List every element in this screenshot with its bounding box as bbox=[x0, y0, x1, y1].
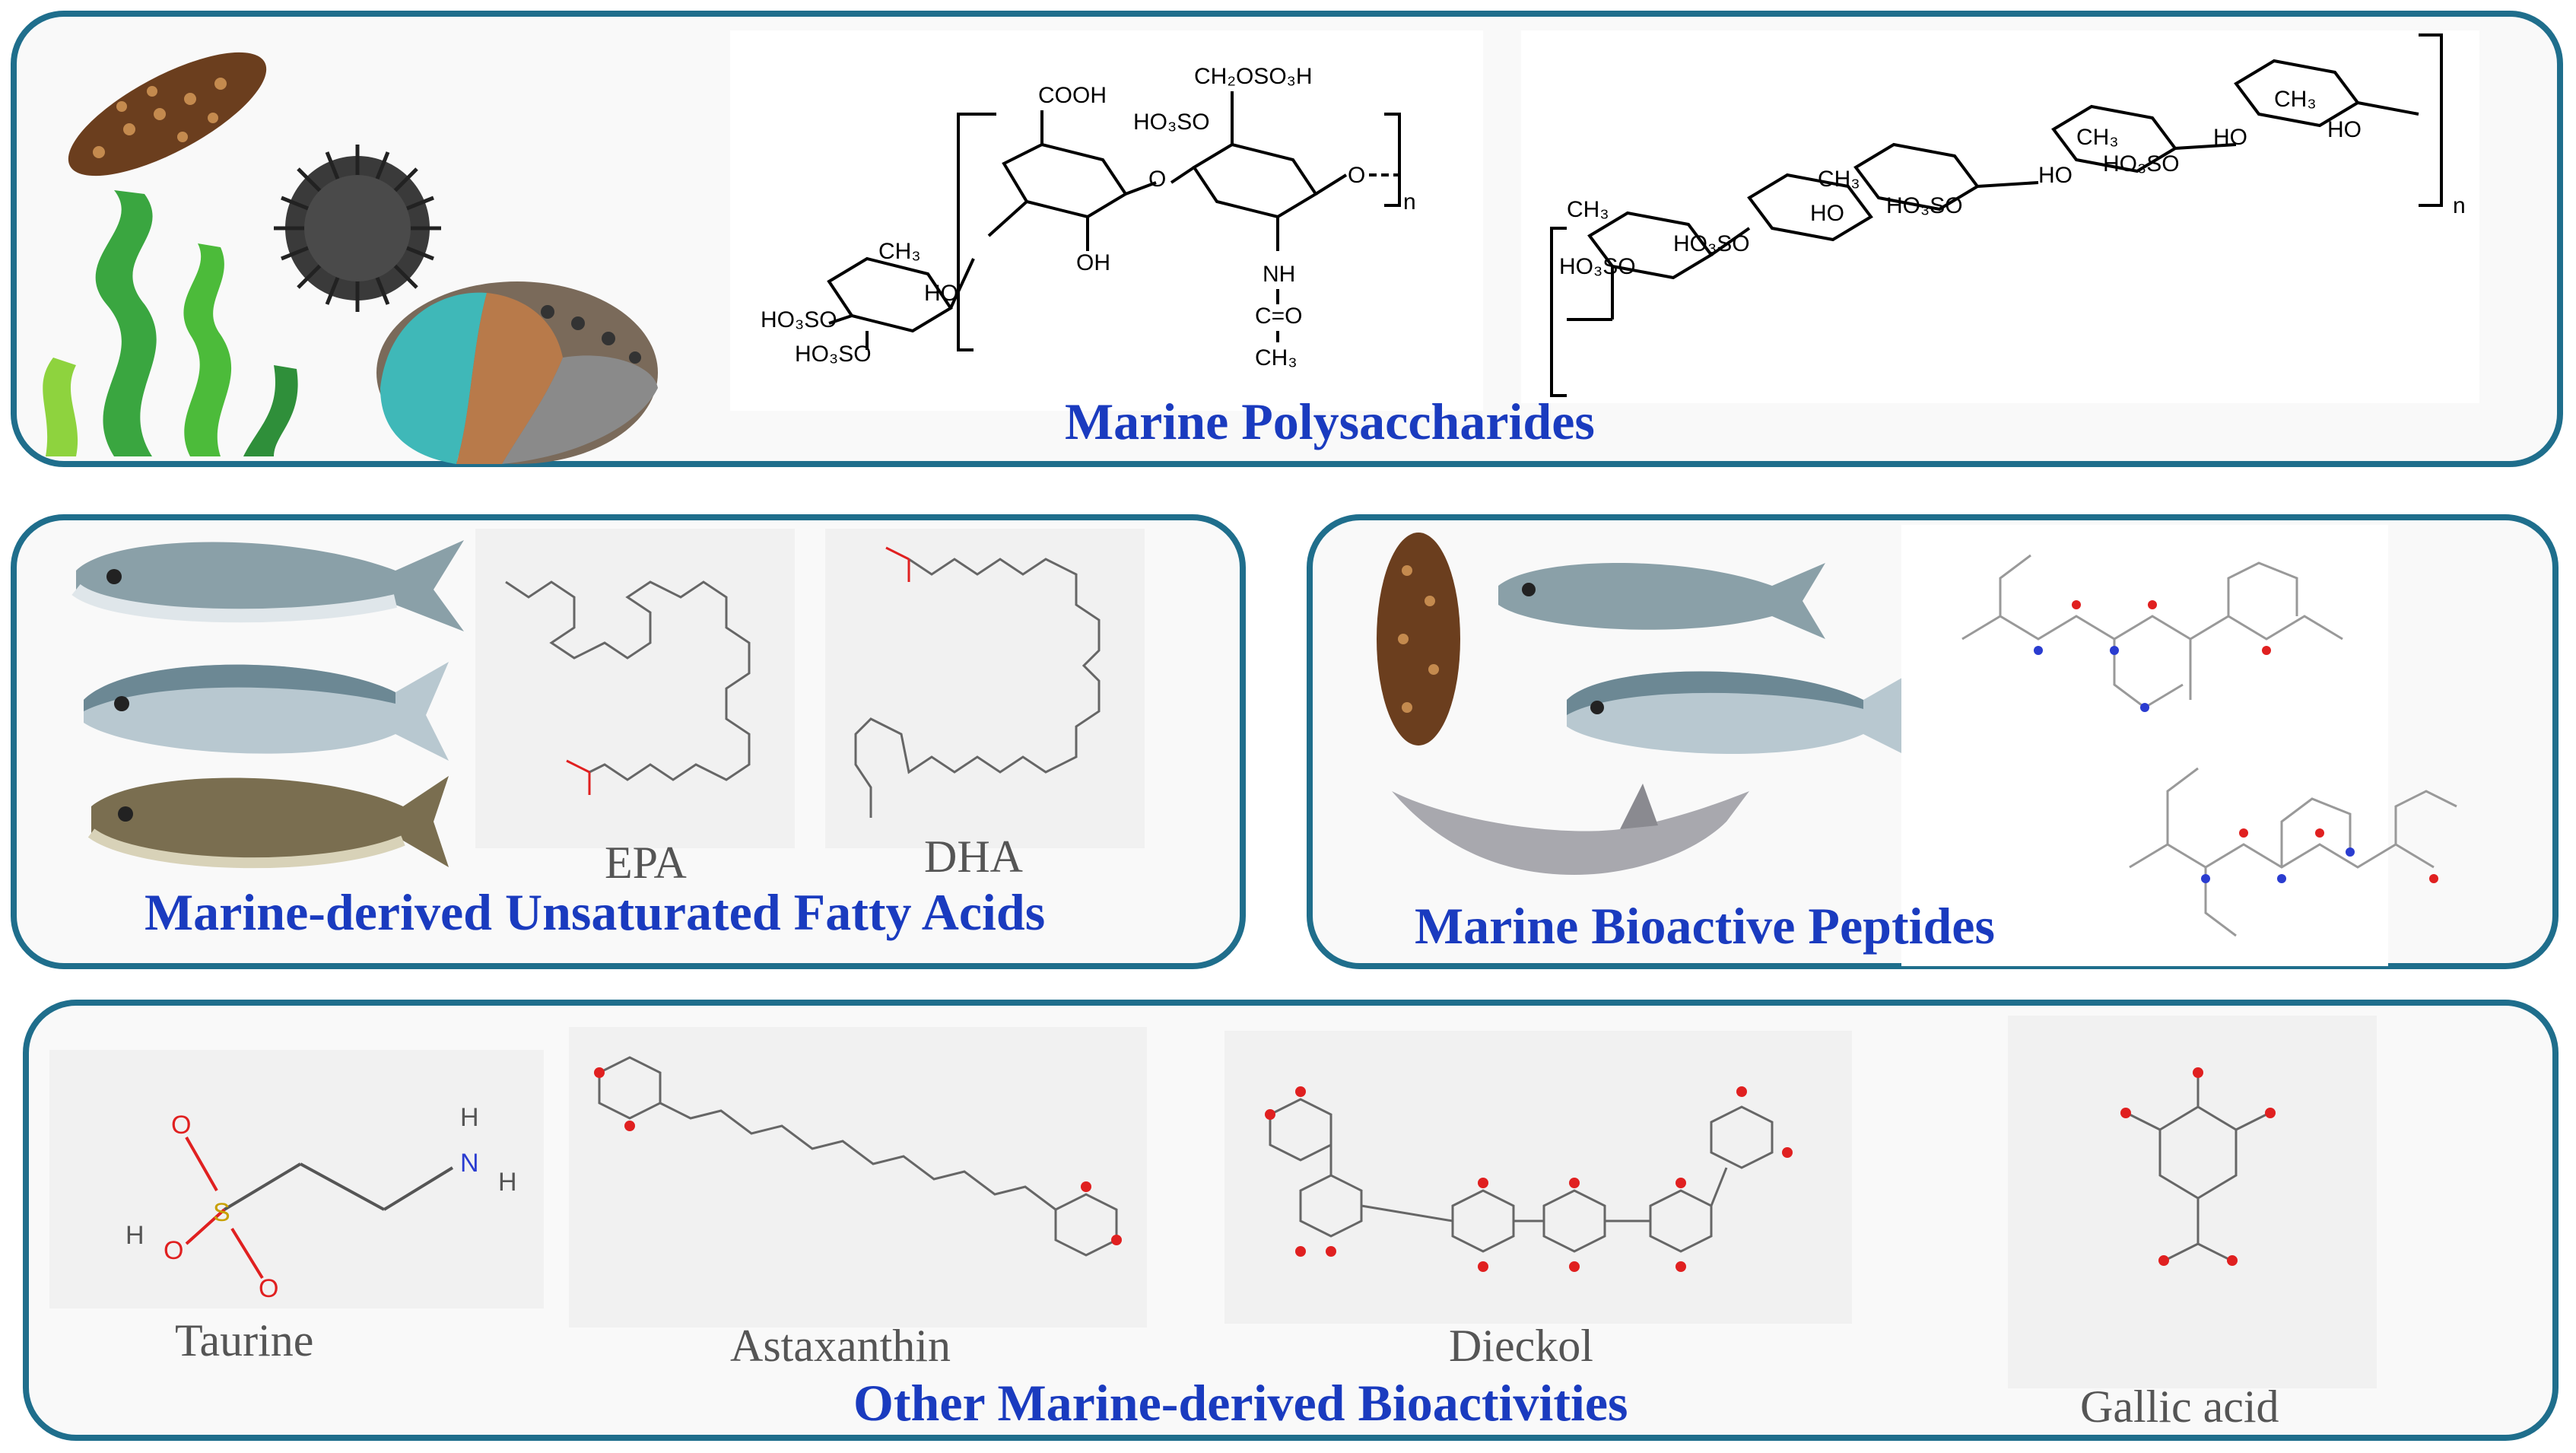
salmon-image-peptides bbox=[1567, 669, 1917, 761]
astaxanthin-structure bbox=[594, 1056, 1122, 1257]
ch3-label-ring4: CH₃ bbox=[2076, 125, 2119, 150]
title-marine-polysaccharides: Marine Polysaccharides bbox=[1065, 393, 1595, 450]
dieckol-structure bbox=[1265, 1086, 1793, 1272]
astaxanthin-label: Astaxanthin bbox=[730, 1321, 951, 1371]
oh-label: OH bbox=[1076, 250, 1110, 275]
ho-label-ring3: HO bbox=[1810, 201, 1844, 226]
ch3-label-ring1: CH₃ bbox=[1567, 197, 1609, 222]
ho-label-ring4: HO bbox=[2038, 163, 2073, 188]
svg-text:H: H bbox=[125, 1221, 145, 1250]
svg-text:O: O bbox=[1148, 167, 1166, 192]
sea-cucumber-image-peptides bbox=[1377, 533, 1460, 746]
dha-structure-box bbox=[825, 529, 1145, 848]
peptide-structure-box bbox=[1901, 525, 2388, 966]
n-label-2: n bbox=[2453, 193, 2466, 218]
nh-label: NH bbox=[1263, 262, 1295, 287]
cooh-label: COOH bbox=[1038, 83, 1107, 108]
svg-text:O: O bbox=[259, 1274, 278, 1303]
dha-label: DHA bbox=[924, 831, 1023, 882]
title-fatty-acids: Marine-derived Unsaturated Fatty Acids bbox=[145, 883, 1046, 941]
dha-structure bbox=[854, 546, 1101, 818]
svg-text:H: H bbox=[498, 1168, 517, 1197]
ho3so-label-ring1: HO₃SO bbox=[1559, 254, 1636, 279]
ho3so-label-ring2: HO₃SO bbox=[1673, 231, 1750, 256]
shark-image-peptides bbox=[1392, 784, 1749, 875]
taurine-label: Taurine bbox=[175, 1315, 314, 1366]
svg-text:S: S bbox=[213, 1198, 230, 1227]
salmon-image bbox=[84, 662, 449, 761]
peptide-structure bbox=[1961, 554, 2457, 937]
ho3so-label-a: HO₃SO bbox=[1133, 110, 1210, 135]
sea-urchin-image bbox=[274, 145, 441, 312]
gallic-acid-structure bbox=[2120, 1067, 2276, 1266]
svg-text:O: O bbox=[164, 1236, 183, 1265]
ch3-label-b: CH₃ bbox=[878, 239, 921, 264]
ho-label-ring5b: HO bbox=[2327, 117, 2362, 142]
sardine-image-peptides bbox=[1498, 563, 1825, 639]
title-other-bioactivities: Other Marine-derived Bioactivities bbox=[853, 1374, 1628, 1432]
fish-group-fatty-acids bbox=[71, 540, 464, 869]
ho3so-label-b: HO₃SO bbox=[761, 307, 837, 332]
sea-cucumber-image bbox=[68, 52, 267, 176]
gallic-acid-structure-box bbox=[2008, 1016, 2377, 1388]
polysaccharide-structure-2: CH₃ HO₃SO HO₃SO CH₃ HO₃SO HO CH₃ HO₃SO H… bbox=[1550, 33, 2466, 397]
epa-structure bbox=[505, 580, 751, 795]
polysaccharide-structure-1-box bbox=[730, 30, 1483, 411]
svg-text:O: O bbox=[1348, 163, 1365, 188]
seaweed-image bbox=[43, 190, 298, 456]
ho3so-label-ring3: HO₃SO bbox=[1886, 193, 1963, 218]
ho-label-ring5a: HO bbox=[2213, 125, 2247, 150]
ho3so-label-ring4: HO₃SO bbox=[2103, 151, 2180, 176]
ch2oso3h-label: CH₂OSO₃H bbox=[1194, 64, 1313, 89]
co-label: C=O bbox=[1255, 304, 1303, 329]
sardine-image bbox=[71, 540, 464, 631]
marine-organisms-illustration bbox=[43, 52, 658, 464]
n-label-1: n bbox=[1403, 189, 1416, 215]
svg-text:O: O bbox=[171, 1111, 191, 1140]
svg-text:H: H bbox=[460, 1103, 479, 1132]
cod-image bbox=[87, 776, 449, 869]
svg-text:N: N bbox=[460, 1149, 479, 1178]
taurine-structure: S O O O H N H H bbox=[125, 1103, 517, 1303]
epa-label: EPA bbox=[605, 838, 687, 888]
title-bioactive-peptides: Marine Bioactive Peptides bbox=[1415, 897, 1995, 955]
organisms-peptides bbox=[1377, 533, 1917, 875]
ch3-label-ring3: CH₃ bbox=[1818, 167, 1860, 192]
dieckol-label: Dieckol bbox=[1449, 1321, 1593, 1371]
ch3-label-ring5: CH₃ bbox=[2274, 87, 2317, 112]
gallic-acid-label: Gallic acid bbox=[2080, 1381, 2279, 1432]
ho-label: HO bbox=[924, 281, 958, 306]
taurine-structure-box bbox=[49, 1050, 544, 1308]
epa-structure-box bbox=[475, 529, 795, 848]
abalone-image bbox=[376, 281, 658, 464]
polysaccharide-structure-1: COOH CH₂OSO₃H HO₃SO OH NH C=O CH₃ CH₃ HO… bbox=[761, 64, 1416, 370]
ch3-label-a: CH₃ bbox=[1255, 345, 1298, 370]
ho3so-label-c: HO₃SO bbox=[795, 342, 872, 367]
astaxanthin-structure-box bbox=[569, 1027, 1147, 1327]
polysaccharide-structure-2-box bbox=[1521, 30, 2479, 403]
